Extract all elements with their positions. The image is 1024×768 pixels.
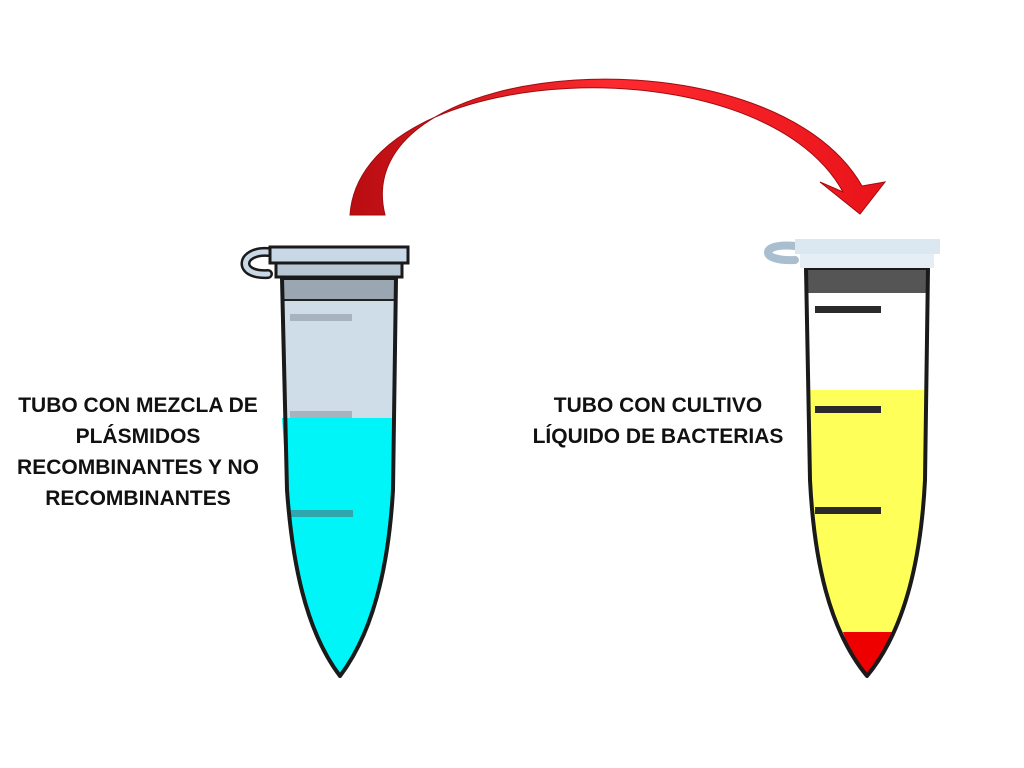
right-tube-label: TUBO CON CULTIVO LÍQUIDO DE BACTERIAS [510, 390, 806, 452]
left-tick-3 [291, 510, 353, 517]
left-tube [240, 245, 410, 678]
left-tick-2 [290, 411, 352, 418]
right-tube-cap [764, 239, 940, 268]
left-label-line-2: PLÁSMIDOS [75, 425, 201, 448]
right-liquid [808, 390, 926, 676]
bacteria-pellet [843, 632, 892, 676]
left-tube-rim [282, 277, 396, 301]
left-tube-cap [240, 245, 410, 280]
right-tube-rim [807, 268, 927, 293]
left-label-line-4: RECOMBINANTES [45, 487, 231, 510]
right-tube [764, 239, 940, 678]
right-label-line-1: TUBO CON CULTIVO [553, 394, 763, 417]
left-label-line-3: RECOMBINANTES Y NO [17, 456, 259, 479]
right-tick-3 [815, 507, 881, 514]
left-tube-label: TUBO CON MEZCLA DE PLÁSMIDOS RECOMBINANT… [0, 390, 276, 514]
right-tick-1 [815, 306, 881, 313]
left-label-line-1: TUBO CON MEZCLA DE [18, 394, 258, 417]
left-tick-1 [290, 314, 352, 321]
right-tick-2 [815, 406, 881, 413]
curved-arrow-icon [349, 78, 887, 216]
left-liquid [282, 418, 393, 676]
right-label-line-2: LÍQUIDO DE BACTERIAS [532, 425, 784, 448]
